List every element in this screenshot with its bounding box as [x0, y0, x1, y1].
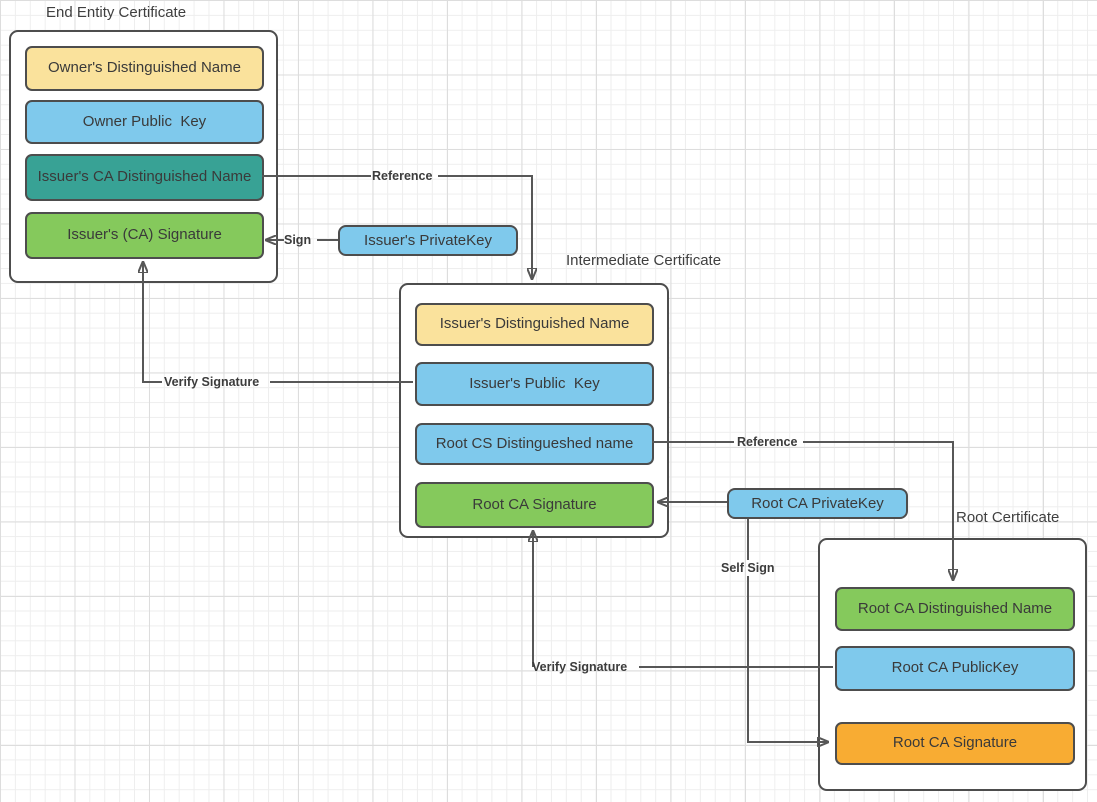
edge-label-reference-1: Reference — [372, 169, 433, 183]
intermediate-certificate-title: Intermediate Certificate — [566, 252, 722, 269]
edge-label-verify-signature-2: Verify Signature — [532, 660, 628, 674]
intermediate-certificate-group: Issuer's Distinguished Name Issuer's Pub… — [399, 283, 669, 538]
edge-label-reference-2: Reference — [737, 435, 798, 449]
field-root-ca-signature-root: Root CA Signature — [835, 722, 1075, 765]
field-owners-distinguished-name: Owner's Distinguished Name — [25, 46, 264, 91]
field-root-cs-distingueshed-name: Root CS Distingueshed name — [415, 423, 654, 465]
root-certificate-title: Root Certificate — [956, 509, 1060, 526]
field-root-ca-publickey: Root CA PublicKey — [835, 646, 1075, 691]
field-issuers-distinguished-name: Issuer's Distinguished Name — [415, 303, 654, 346]
self-sign-arrow — [747, 576, 827, 742]
field-root-ca-signature-intermediate: Root CA Signature — [415, 482, 654, 528]
field-issuers-ca-signature: Issuer's (CA) Signature — [25, 212, 264, 259]
edge-label-sign: Sign — [284, 233, 312, 247]
edge-label-self-sign: Self Sign — [721, 561, 775, 575]
issuers-private-key-node: Issuer's PrivateKey — [338, 225, 518, 256]
field-issuers-ca-distinguished-name: Issuer's CA Distinguished Name — [25, 154, 264, 201]
end-entity-certificate-group: Owner's Distinguished Name Owner Public … — [9, 30, 278, 283]
field-issuers-public-key: Issuer's Public Key — [415, 362, 654, 406]
root-certificate-group: Root CA Distinguished Name Root CA Publi… — [818, 538, 1087, 791]
field-root-ca-distinguished-name: Root CA Distinguished Name — [835, 587, 1075, 631]
field-owner-public-key: Owner Public Key — [25, 100, 264, 144]
edge-label-verify-signature-1: Verify Signature — [164, 375, 260, 389]
root-ca-private-key-node: Root CA PrivateKey — [727, 488, 908, 519]
end-entity-certificate-title: End Entity Certificate — [46, 4, 187, 21]
